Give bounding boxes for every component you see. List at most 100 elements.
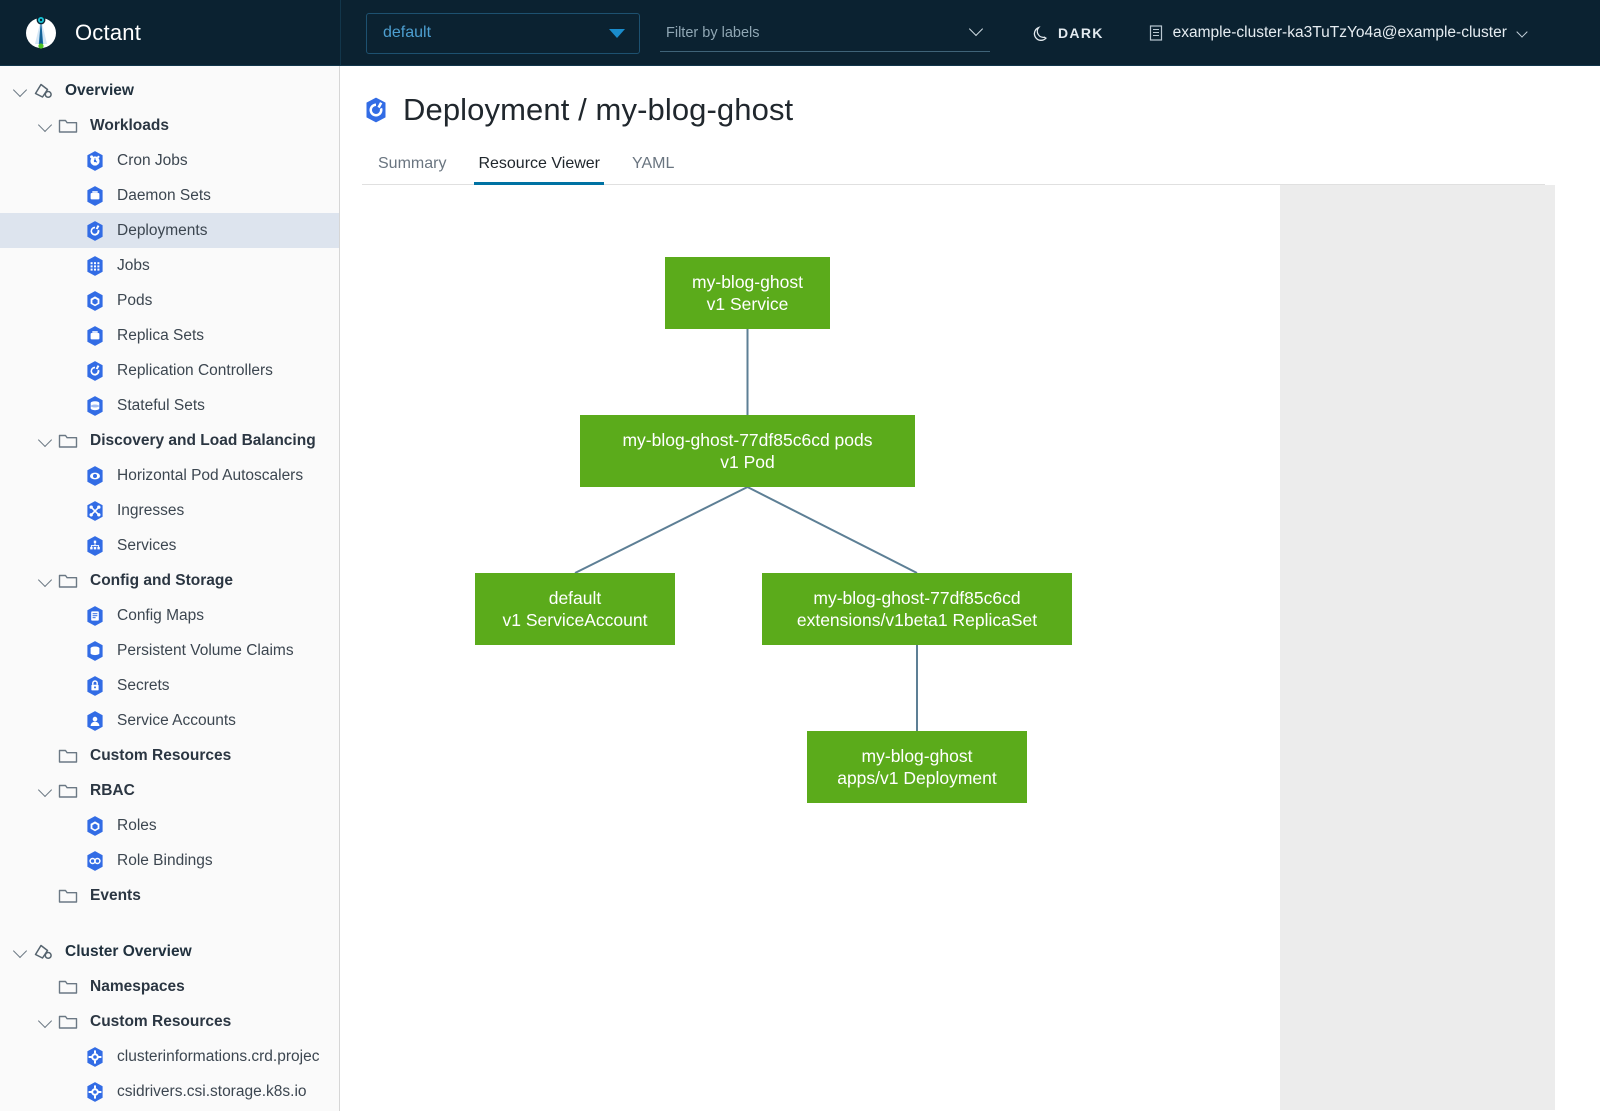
graph-node-kind: v1 Pod [720,452,775,472]
sidebar-item-label: Discovery and Load Balancing [90,431,316,449]
twisty-spacer [62,850,84,872]
sidebar-item-rbac[interactable]: RBAC [0,773,339,808]
chevron-down-icon[interactable] [35,570,57,592]
twisty-spacer [62,395,84,417]
sidebar-item-jobs[interactable]: Jobs [0,248,339,283]
sidebar-item-workloads[interactable]: Workloads [0,108,339,143]
sidebar-item-label: RBAC [90,781,135,799]
theme-toggle-label: DARK [1058,25,1104,41]
graph-node-name: my-blog-ghost-77df85c6cd pods [622,429,873,450]
cluster-icon [1148,24,1164,42]
tab-yaml[interactable]: YAML [632,155,675,172]
sidebar-item-config-and-storage[interactable]: Config and Storage [0,563,339,598]
twisty-spacer [35,885,57,907]
sidebar-item-horizontal-pod-autoscalers[interactable]: Horizontal Pod Autoscalers [0,458,339,493]
sidebar-item-daemon-sets[interactable]: Daemon Sets [0,178,339,213]
sidebar-item-label: Events [90,886,141,904]
label-filter-placeholder: Filter by labels [666,24,760,41]
sidebar-item-cron-jobs[interactable]: Cron Jobs [0,143,339,178]
sidebar-item-custom-resources[interactable]: Custom Resources [0,1004,339,1039]
deployment-icon [362,96,390,124]
sidebar-item-label: Secrets [117,676,170,694]
sidebar-item-overview[interactable]: Overview [0,73,339,108]
sidebar-item-label: Custom Resources [90,746,232,764]
sidebar-item-label: Cron Jobs [117,151,188,169]
folder-icon [57,430,79,452]
graph-node-name: my-blog-ghost-77df85c6cd [813,587,1021,608]
sidebar-item-events[interactable]: Events [0,878,339,913]
page-title: Deployment / my-blog-ghost [362,92,1600,128]
sidebar-item-replica-sets[interactable]: Replica Sets [0,318,339,353]
folder-icon [57,745,79,767]
sidebar-item-namespaces[interactable]: Namespaces [0,969,339,1004]
chevron-down-icon [1516,25,1528,38]
pvc-icon [84,640,106,662]
chevron-down-icon[interactable] [35,430,57,452]
graph-node-kind: v1 Service [706,294,789,314]
sidebar-item-label: Service Accounts [117,711,236,729]
sidebar-item-custom-resources[interactable]: Custom Resources [0,738,339,773]
theme-toggle[interactable]: DARK [1032,25,1104,42]
tab-resource-viewer[interactable]: Resource Viewer [462,149,616,185]
sidebar-item-label: Roles [117,816,157,834]
sidebar-item-replication-controllers[interactable]: Replication Controllers [0,353,339,388]
sidebar-item-roles[interactable]: Roles [0,808,339,843]
sidebar-item-discovery-and-load-balancing[interactable]: Discovery and Load Balancing [0,423,339,458]
service-icon [84,535,106,557]
chevron-down-icon[interactable] [35,115,57,137]
brand[interactable]: Octant [0,13,340,53]
octant-logo-icon [21,13,61,53]
ingress-icon [84,500,106,522]
chevron-down-icon[interactable] [35,1011,57,1033]
sidebar-item-ingresses[interactable]: Ingresses [0,493,339,528]
sidebar-item-label: Overview [65,81,134,99]
moon-icon [1032,25,1049,42]
chevron-down-icon[interactable] [35,780,57,802]
sidebar-item-stateful-sets[interactable]: Stateful Sets [0,388,339,423]
crd-icon [84,1046,106,1068]
sidebar-item-cluster-overview[interactable]: Cluster Overview [0,934,339,969]
sidebar-item-clusterinformations-crd-projec[interactable]: clusterinformations.crd.projec [0,1039,339,1074]
content-tabs[interactable]: Summary Resource Viewer YAML [362,149,1545,185]
sidebar-item-csidrivers-csi-storage-k8s-io[interactable]: csidrivers.csi.storage.k8s.io [0,1074,339,1109]
namespace-selector[interactable]: default [366,12,640,54]
sidebar-item-label: Horizontal Pod Autoscalers [117,466,304,484]
sidebar-item-role-bindings[interactable]: Role Bindings [0,843,339,878]
label-filter-input[interactable]: Filter by labels [660,14,990,52]
chevron-down-icon[interactable] [10,941,32,963]
sidebar-item-deployments[interactable]: Deployments [0,213,339,248]
twisty-spacer [62,220,84,242]
chevron-down-icon[interactable] [10,80,32,102]
sidebar-item-label: Deployments [117,221,208,239]
cluster-selector[interactable]: example-cluster-ka3TuTzYo4a@example-clus… [1148,24,1528,42]
sidebar-item-secrets[interactable]: Secrets [0,668,339,703]
sidebar-item-label: Persistent Volume Claims [117,641,294,659]
sidebar-item-label: Namespaces [90,977,185,995]
namespace-value: default [383,24,432,41]
folder-icon [57,115,79,137]
sidebar-item-service-accounts[interactable]: Service Accounts [0,703,339,738]
replicaset-icon [84,325,106,347]
graph-node-kind: extensions/v1beta1 ReplicaSet [796,610,1038,630]
replicationcontroller-icon [84,360,106,382]
daemonset-icon [84,185,106,207]
sidebar-item-persistent-volume-claims[interactable]: Persistent Volume Claims [0,633,339,668]
sidebar-item-services[interactable]: Services [0,528,339,563]
app-header: Octant default Filter by labels DARK [0,0,1600,66]
twisty-spacer [62,500,84,522]
sidebar-item-label: csidrivers.csi.storage.k8s.io [117,1082,307,1100]
sidebar-item-pods[interactable]: Pods [0,283,339,318]
folder-icon [57,780,79,802]
sidebar-item-config-maps[interactable]: Config Maps [0,598,339,633]
header-divider [340,0,341,66]
tab-summary[interactable]: Summary [378,155,447,172]
cluster-selector-label: example-cluster-ka3TuTzYo4a@example-clus… [1172,24,1507,41]
